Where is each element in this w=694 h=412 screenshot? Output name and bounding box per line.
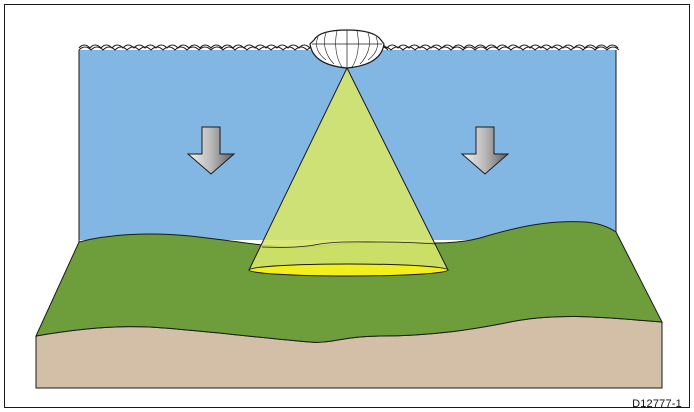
figure-id-label: D12777-1 <box>632 398 682 410</box>
beam-footprint <box>249 264 448 276</box>
